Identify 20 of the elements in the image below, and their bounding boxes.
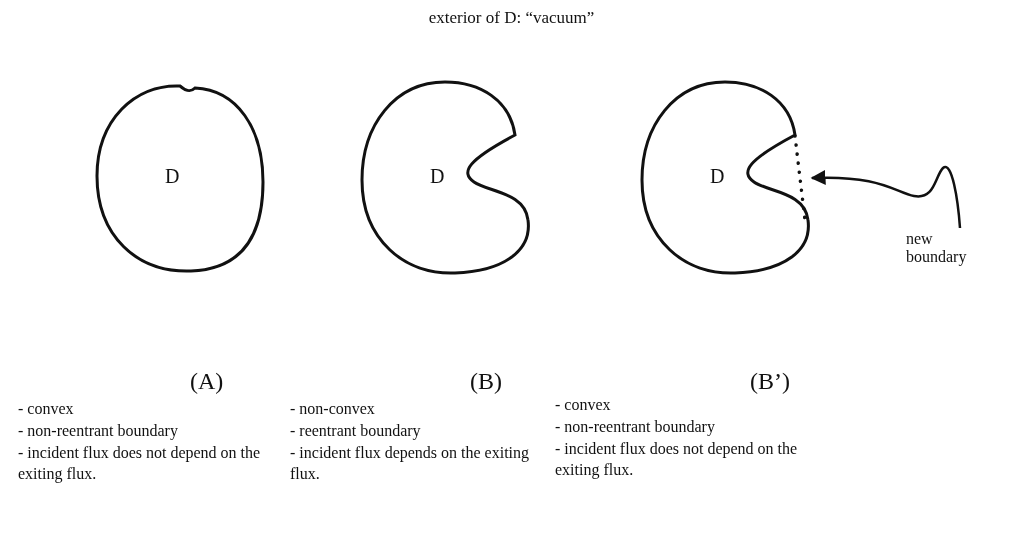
property-note: - convex: [18, 399, 75, 419]
panel-caption: (A): [190, 368, 224, 395]
region-label: D: [165, 165, 180, 188]
property-note: - non-reentrant boundary: [18, 421, 179, 441]
property-note: - non-convex: [290, 399, 376, 419]
property-note: - incident flux does not depend on the exiting flux.: [18, 443, 262, 484]
leader-line: [810, 166, 962, 229]
property-note: - non-reentrant boundary: [555, 417, 716, 437]
property-note: - incident flux does not depend on the exiting flux.: [555, 439, 799, 480]
property-note: - incident flux depends on the exiting flux.: [290, 443, 531, 484]
heading: exterior of D: “vacuum”: [427, 8, 596, 28]
region-label: D: [430, 165, 445, 188]
panel-caption: (B): [470, 368, 502, 395]
region-label: D: [710, 165, 725, 188]
property-note: - convex: [555, 395, 612, 415]
annotation-label: new boundary: [906, 230, 986, 274]
panel-caption: (B’): [750, 368, 790, 395]
region-outline: [640, 80, 812, 275]
region-outline: [360, 80, 532, 275]
property-note: - reentrant boundary: [290, 421, 422, 441]
